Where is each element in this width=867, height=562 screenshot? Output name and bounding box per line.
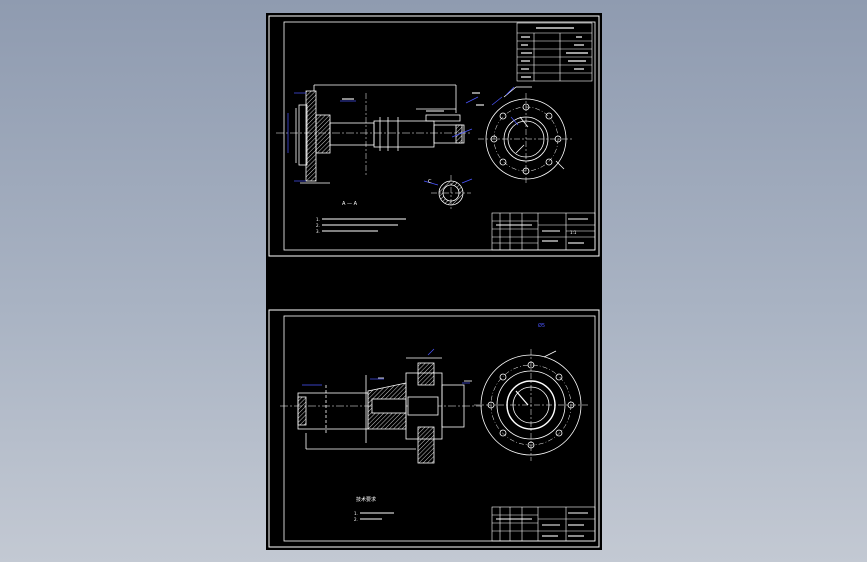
hollow-shaft-section xyxy=(280,357,482,464)
flange-end-view xyxy=(478,86,574,185)
section-label: C xyxy=(428,179,432,185)
parameter-table xyxy=(516,22,593,82)
note-2: 2. xyxy=(316,223,320,228)
title-block-scale: 1:1 xyxy=(570,230,577,235)
sheet-2 xyxy=(268,309,600,548)
flange xyxy=(305,90,317,182)
flange-end-view-2 xyxy=(474,349,588,461)
shaft-dim-text xyxy=(342,92,484,112)
hollow-shaft-dimensions xyxy=(302,348,470,386)
balloon-label: Ø5 xyxy=(538,322,545,329)
sheet-2-notes xyxy=(360,512,394,520)
note-3: 3. xyxy=(316,229,320,234)
sheet-1-title-block xyxy=(491,212,596,251)
cad-drawing-canvas[interactable]: A — A C 1. 2. 3. 1:1 xyxy=(266,13,602,550)
note-2-2: 2. xyxy=(354,517,358,522)
sheet-1-notes xyxy=(322,218,406,232)
sheet-2-title-block xyxy=(491,506,596,542)
notes-title: 技术要求 xyxy=(356,496,376,503)
title-block-2-text-marks xyxy=(496,512,588,537)
note-2-1: 1. xyxy=(354,511,358,516)
title-block-text-marks xyxy=(496,218,588,244)
note-1: 1. xyxy=(316,217,320,222)
sheet-1 xyxy=(268,15,600,257)
spline-section-view xyxy=(423,175,473,211)
sheet-2-outer-frame xyxy=(268,309,600,548)
parameter-table-text-marks xyxy=(521,27,588,78)
sheet-1-inner-frame xyxy=(283,21,596,251)
sheet-1-outer-frame xyxy=(268,15,600,257)
sheet-2-inner-frame xyxy=(283,315,596,542)
view-label: A — A xyxy=(342,201,358,207)
shaft-dimensions xyxy=(287,92,479,182)
flange-dimensions xyxy=(491,86,519,126)
